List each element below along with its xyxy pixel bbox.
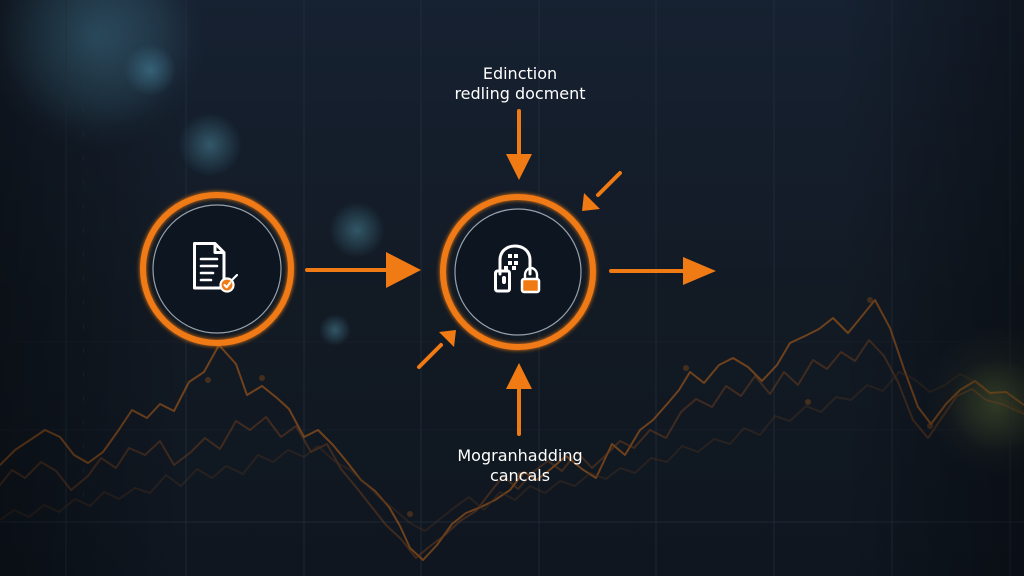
top-label-line-2: redling docment bbox=[454, 84, 586, 103]
bottom-label-line-2: cancals bbox=[489, 466, 551, 485]
document-icon bbox=[193, 242, 239, 293]
bottom-label: Mogranhadding cancals bbox=[437, 446, 603, 486]
top-label: Edinction redling docment bbox=[430, 64, 610, 104]
padlock-icon bbox=[494, 244, 541, 294]
top-label-line-1: Edinction bbox=[482, 64, 558, 83]
security-node[interactable] bbox=[440, 194, 596, 350]
bottom-label-line-1: Mogranhadding bbox=[457, 446, 583, 465]
document-node[interactable] bbox=[140, 192, 294, 346]
